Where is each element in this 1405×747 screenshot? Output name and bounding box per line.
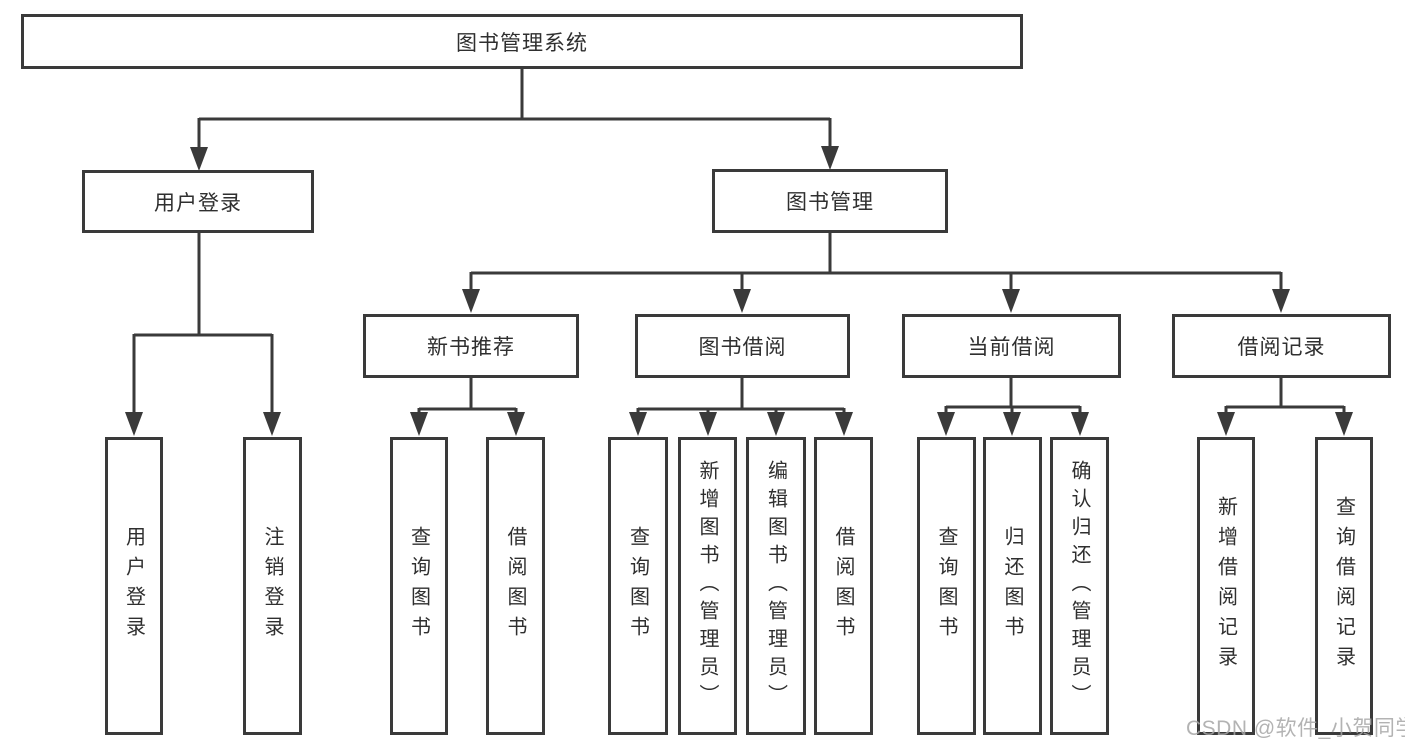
node-new-book-recommendation: 新书推荐	[363, 314, 579, 378]
node-current-borrowing: 当前借阅	[902, 314, 1121, 378]
node-borrowing-records: 借阅记录	[1172, 314, 1391, 378]
leaf-add-books-admin: 新增图书（管理员）	[678, 437, 737, 735]
leaf-query-borrowing-record: 查询借阅记录	[1315, 437, 1373, 735]
leaf-add-borrowing-record: 新增借阅记录	[1197, 437, 1255, 735]
leaf-user-login: 用户登录	[105, 437, 163, 735]
leaf-return-books: 归还图书	[983, 437, 1042, 735]
csdn-watermark: CSDN @软件_小贺同学	[1186, 717, 1405, 740]
leaf-borrow-books: 借阅图书	[814, 437, 873, 735]
leaf-current-query-books: 查询图书	[917, 437, 976, 735]
node-book-borrowing: 图书借阅	[635, 314, 850, 378]
tree-edges	[132, 68, 1346, 414]
leaf-edit-books-admin: 编辑图书（管理员）	[746, 437, 806, 735]
node-library-management-system: 图书管理系统	[21, 14, 1023, 69]
node-user-login: 用户登录	[82, 170, 314, 233]
node-book-management: 图书管理	[712, 169, 948, 233]
leaf-logout-login: 注销登录	[243, 437, 302, 735]
leaf-recommend-query-books: 查询图书	[390, 437, 448, 735]
leaf-confirm-return-admin: 确认归还（管理员）	[1050, 437, 1109, 735]
leaf-borrowing-query-books: 查询图书	[608, 437, 668, 735]
leaf-recommend-borrow-books: 借阅图书	[486, 437, 545, 735]
arrowheads	[125, 146, 1353, 436]
